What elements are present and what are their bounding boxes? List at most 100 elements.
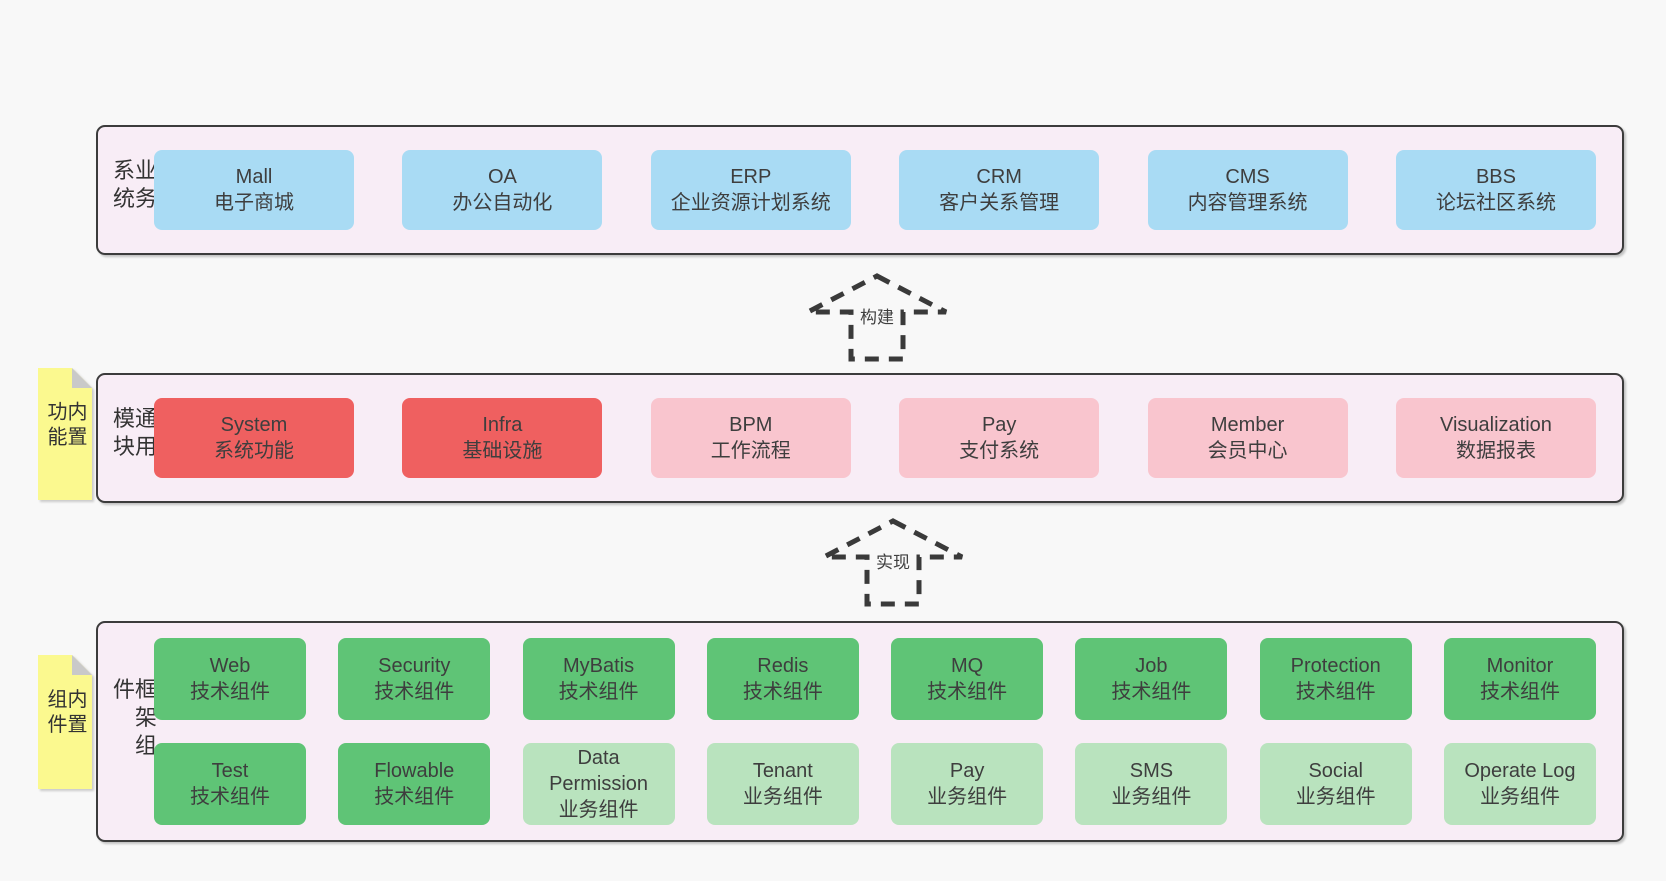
box-desc: 技术组件 bbox=[558, 681, 639, 703]
box-test: Test 技术组件 bbox=[154, 743, 306, 825]
box-monitor: Monitor 技术组件 bbox=[1443, 638, 1596, 720]
box-tenant: Tenant 业务组件 bbox=[706, 743, 859, 825]
box-desc: 客户关系管理 bbox=[939, 192, 1060, 214]
band-title-framework: 框架组件 bbox=[110, 677, 157, 762]
box-bbs: BBS 论坛社区系统 bbox=[1395, 150, 1596, 230]
box-data-permission: Data Permission 业务组件 bbox=[522, 743, 675, 825]
sticky-label: 内置功能 bbox=[44, 401, 86, 451]
box-oa: OA 办公自动化 bbox=[402, 150, 603, 230]
framework-components-band: 框架组件 Web 技术组件 Security 技术组件 MyBatis 技术组件… bbox=[96, 621, 1624, 842]
box-desc: 办公自动化 bbox=[452, 192, 553, 214]
box-redis: Redis 技术组件 bbox=[706, 638, 859, 720]
box-name: Tenant bbox=[752, 760, 813, 782]
box-name: Pay bbox=[949, 760, 985, 782]
common-modules-row: System 系统功能 Infra 基础设施 BPM 工作流程 Pay 支付系统… bbox=[154, 398, 1596, 478]
box-name: Pay bbox=[981, 414, 1017, 436]
box-desc: 技术组件 bbox=[190, 786, 270, 808]
sticky-fold-corner-icon bbox=[72, 368, 92, 388]
box-desc: 业务组件 bbox=[1479, 786, 1560, 808]
box-desc: 论坛社区系统 bbox=[1435, 192, 1556, 214]
box-social: Social 业务组件 bbox=[1259, 743, 1412, 825]
box-name: BBS bbox=[1475, 166, 1516, 188]
sticky-paper bbox=[38, 655, 92, 789]
implement-arrow-icon bbox=[822, 518, 964, 607]
box-name: BPM bbox=[729, 414, 773, 436]
box-name: Operate Log bbox=[1464, 760, 1576, 782]
box-name: OA bbox=[487, 166, 517, 188]
box-name: CMS bbox=[1225, 166, 1270, 188]
box-desc: 内容管理系统 bbox=[1187, 192, 1308, 214]
box-name: Data Permission bbox=[549, 747, 649, 795]
box-desc: 技术组件 bbox=[1479, 681, 1560, 703]
box-desc: 业务组件 bbox=[1111, 786, 1192, 808]
box-desc: 技术组件 bbox=[190, 681, 270, 703]
box-desc: 基础设施 bbox=[462, 440, 543, 462]
box-name: CRM bbox=[976, 166, 1022, 188]
box-protection: Protection 技术组件 bbox=[1259, 638, 1412, 720]
business-systems-band: 业务系统 Mall 电子商城 OA 办公自动化 ERP 企业资源计划系统 CRM… bbox=[96, 125, 1624, 255]
framework-row-2: Test 技术组件 Flowable 技术组件 Data Permission … bbox=[154, 743, 1596, 825]
box-name: System bbox=[220, 414, 288, 436]
box-name: Visualization bbox=[1439, 414, 1552, 436]
box-desc: 支付系统 bbox=[959, 440, 1040, 462]
box-operate-log: Operate Log 业务组件 bbox=[1443, 743, 1596, 825]
box-member: Member 会员中心 bbox=[1147, 398, 1348, 478]
build-arrow-label: 构建 bbox=[857, 306, 897, 330]
box-desc: 业务组件 bbox=[927, 786, 1008, 808]
box-name: SMS bbox=[1129, 760, 1174, 782]
framework-row-1: Web 技术组件 Security 技术组件 MyBatis 技术组件 Redi… bbox=[154, 638, 1596, 720]
common-modules-band: 通用模块 System 系统功能 Infra 基础设施 BPM 工作流程 Pay… bbox=[96, 373, 1624, 503]
box-desc: 工作流程 bbox=[710, 440, 791, 462]
box-desc: 电子商城 bbox=[214, 192, 294, 214]
box-erp: ERP 企业资源计划系统 bbox=[650, 150, 851, 230]
box-cms: CMS 内容管理系统 bbox=[1147, 150, 1348, 230]
box-job: Job 技术组件 bbox=[1075, 638, 1228, 720]
box-security: Security 技术组件 bbox=[338, 638, 491, 720]
box-name: MyBatis bbox=[563, 655, 635, 677]
box-name: Security bbox=[378, 655, 451, 677]
box-pay-biz: Pay 业务组件 bbox=[891, 743, 1044, 825]
box-desc: 技术组件 bbox=[1111, 681, 1192, 703]
box-desc: 企业资源计划系统 bbox=[670, 192, 831, 214]
implement-arrow-label: 实现 bbox=[873, 551, 913, 575]
box-name: Redis bbox=[757, 655, 809, 677]
box-desc: 业务组件 bbox=[1295, 786, 1376, 808]
build-arrow-icon bbox=[806, 273, 948, 362]
box-desc: 业务组件 bbox=[742, 786, 823, 808]
box-web: Web 技术组件 bbox=[154, 638, 306, 720]
box-name: Web bbox=[209, 655, 251, 677]
box-flowable: Flowable 技术组件 bbox=[338, 743, 491, 825]
box-desc: 系统功能 bbox=[214, 440, 294, 462]
band-title-common: 通用模块 bbox=[110, 406, 157, 463]
business-systems-row: Mall 电子商城 OA 办公自动化 ERP 企业资源计划系统 CRM 客户关系… bbox=[154, 150, 1596, 230]
box-name: Job bbox=[1135, 655, 1168, 677]
box-infra: Infra 基础设施 bbox=[402, 398, 603, 478]
box-name: ERP bbox=[730, 166, 772, 188]
box-desc: 数据报表 bbox=[1455, 440, 1536, 462]
builtin-features-sticky-note: 内置功能 bbox=[38, 368, 92, 500]
box-desc: 技术组件 bbox=[927, 681, 1008, 703]
box-desc: 业务组件 bbox=[558, 799, 639, 821]
sticky-label: 内置组件 bbox=[44, 688, 86, 739]
box-crm: CRM 客户关系管理 bbox=[899, 150, 1100, 230]
box-name: Member bbox=[1210, 414, 1285, 436]
box-pay: Pay 支付系统 bbox=[899, 398, 1100, 478]
sticky-paper bbox=[38, 368, 92, 500]
builtin-components-sticky-note: 内置组件 bbox=[38, 655, 92, 789]
box-name: Protection bbox=[1290, 655, 1381, 677]
box-name: Infra bbox=[482, 414, 523, 436]
box-mq: MQ 技术组件 bbox=[891, 638, 1044, 720]
box-name: Test bbox=[211, 760, 249, 782]
sticky-fold-corner-icon bbox=[72, 655, 92, 675]
box-mall: Mall 电子商城 bbox=[154, 150, 354, 230]
box-name: MQ bbox=[951, 655, 984, 677]
box-name: Flowable bbox=[374, 760, 455, 782]
box-desc: 技术组件 bbox=[374, 681, 455, 703]
box-name: Social bbox=[1308, 760, 1363, 782]
box-sms: SMS 业务组件 bbox=[1075, 743, 1228, 825]
band-title-business: 业务系统 bbox=[110, 158, 157, 215]
box-desc: 技术组件 bbox=[1295, 681, 1376, 703]
box-desc: 会员中心 bbox=[1207, 440, 1288, 462]
box-mybatis: MyBatis 技术组件 bbox=[522, 638, 675, 720]
box-system: System 系统功能 bbox=[154, 398, 354, 478]
